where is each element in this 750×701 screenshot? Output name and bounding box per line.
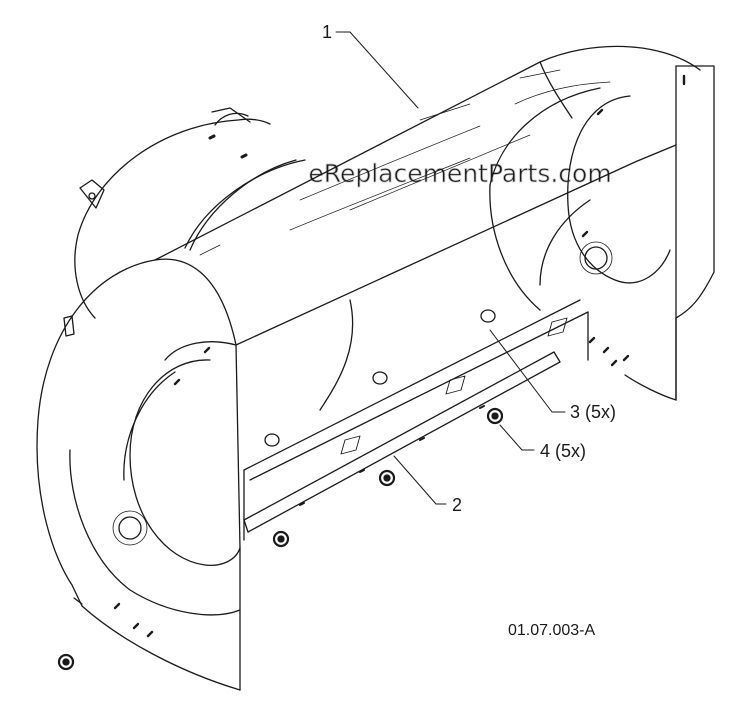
left-side-plate <box>36 259 241 691</box>
nut-2 <box>378 469 396 487</box>
callout-4: 4 (5x) <box>540 441 586 461</box>
leader-2 <box>393 455 447 505</box>
scraper-bar <box>243 351 561 533</box>
watermark-text: eReplacementParts.com <box>308 159 611 188</box>
leader-4 <box>499 424 535 451</box>
drawing-number: 01.07.003-A <box>508 622 596 639</box>
leader-3 <box>489 329 566 413</box>
flange-nuts <box>57 407 504 671</box>
callout-3: 3 (5x) <box>570 402 616 422</box>
callout-1: 1 <box>322 22 332 42</box>
right-side-plate <box>489 65 715 401</box>
rear-shell <box>63 107 306 337</box>
leader-1 <box>335 31 419 109</box>
top-wrapper <box>154 45 701 346</box>
nut-3 <box>272 530 290 548</box>
nut-1 <box>486 407 504 425</box>
back-panel <box>243 299 589 541</box>
callout-2: 2 <box>452 495 462 515</box>
nut-4 <box>57 653 75 671</box>
callout-labels: 1 2 3 (5x) 4 (5x) <box>322 22 616 515</box>
leader-lines <box>335 31 566 505</box>
